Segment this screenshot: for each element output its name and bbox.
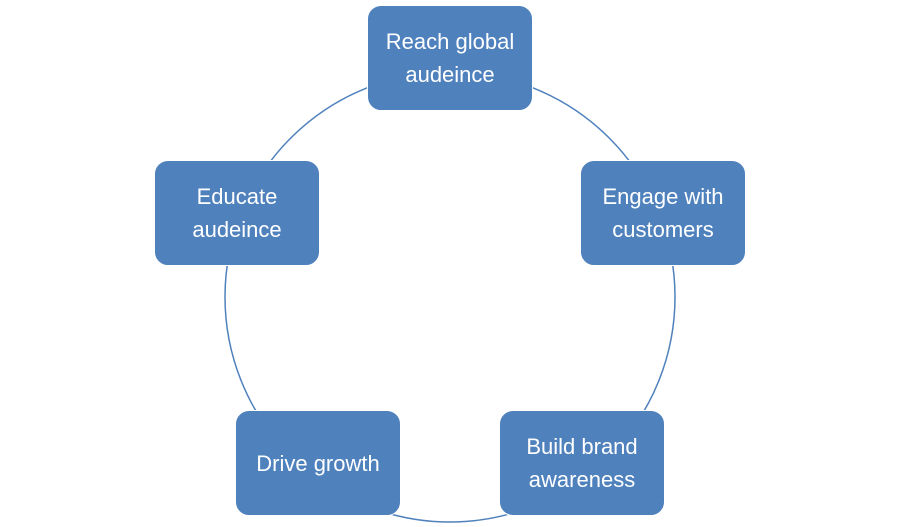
node-label: Educate audeince <box>192 184 282 242</box>
node-drive-growth: Drive growth <box>235 410 401 516</box>
node-label: Engage with customers <box>602 184 724 242</box>
node-build-brand-awareness: Build brand awareness <box>499 410 665 516</box>
node-reach-global-audience: Reach global audeince <box>367 5 533 111</box>
node-label: Build brand awareness <box>526 434 638 492</box>
node-label: Drive growth <box>256 450 380 476</box>
node-engage-with-customers: Engage with customers <box>580 160 746 266</box>
node-label: Reach global audeince <box>385 29 515 87</box>
node-educate-audience: Educate audeince <box>154 160 320 266</box>
